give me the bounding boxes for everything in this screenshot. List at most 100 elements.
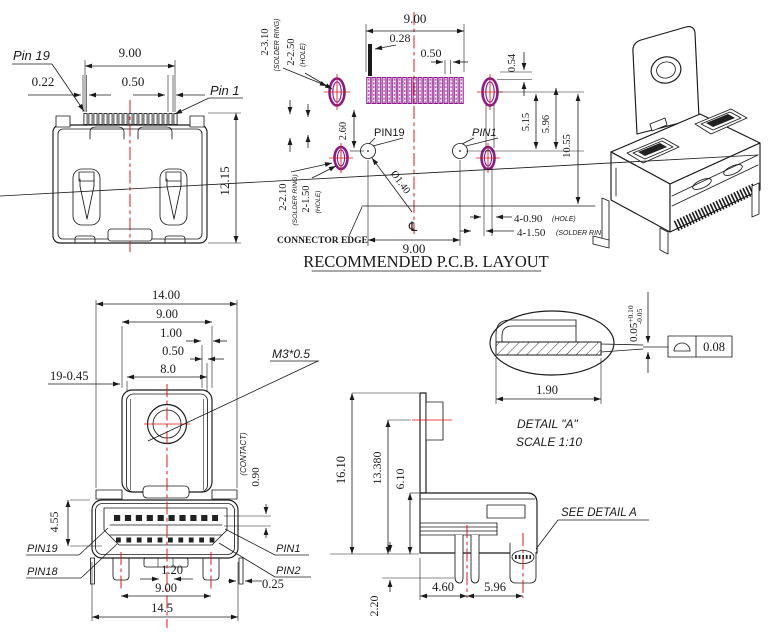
sv-dim-1610: 16.10: [334, 456, 348, 484]
dim-050: 0.50: [122, 74, 145, 89]
top-window-right: [694, 108, 748, 135]
right-thin-tab: [238, 557, 244, 585]
bv-m3-label: M3*0.5: [272, 347, 310, 361]
pcb-ring-top-note: (SOLDER RING): [274, 19, 281, 72]
bv-dim-1400: 14.00: [152, 288, 180, 302]
pcb-ring-top: 2-3.10: [260, 28, 271, 55]
oval-pad-bottom-right: [476, 143, 500, 173]
sv-see-detail: SEE DETAIL A: [561, 507, 637, 519]
pcb-dim-028: 0.28: [390, 31, 411, 45]
left-thin-tab: [90, 557, 95, 585]
hatched-section: [495, 341, 602, 356]
top-window-left: [626, 137, 680, 164]
pcb-dimensions: [282, 24, 584, 246]
da-detail-label: DETAIL "A": [517, 417, 579, 431]
bottom-front-view: 14.00 9.00 1.00 0.50 8.0 19-0.45 M3*0.5 …: [26, 288, 319, 628]
right-latch: [159, 168, 188, 226]
bv-dim-80: 8.0: [160, 362, 176, 376]
bv-dim-19045: 19-0.45: [50, 369, 89, 383]
centerline-symbol: ℄: [408, 220, 418, 235]
bv-dim-100: 1.00: [160, 326, 182, 340]
bv-contact-note: (CONTACT): [239, 432, 248, 476]
bv-dim-090: 0.90: [250, 467, 262, 487]
connector-edge-label: CONNECTOR EDGE: [277, 236, 368, 246]
tolerance-base: 0.05: [628, 322, 640, 342]
pcb-hole-top-note: (HOLE): [300, 43, 307, 67]
da-tolerance: 0.05+0.10-0.05: [626, 305, 644, 342]
bv-dim-145: 14.5: [151, 601, 173, 615]
bv-pin18: PIN18: [27, 566, 58, 578]
bv-dim-050: 0.50: [162, 344, 184, 358]
pin-leg-front: [454, 534, 464, 584]
pcb-hole4-note: (HOLE): [552, 216, 576, 223]
isometric-view: [0, 26, 761, 255]
pcb-hole-top: 2-2.50: [286, 38, 297, 65]
pcb-layout-view: 9.00 0.28 0.50 2-3.10 (SOLDER RING) 2-2.…: [260, 11, 609, 272]
pcb-dim-900-bottom: 9.00: [403, 241, 426, 256]
pad-width-reference: [368, 44, 372, 76]
dim-900: 9.00: [119, 45, 142, 60]
frame-value: 0.08: [703, 340, 725, 354]
oval-pad-top-left: [324, 74, 350, 110]
front-view: Pin 19 Pin 1 0.22 9.00 0.50 12.15: [12, 45, 243, 252]
sv-dim-610: 6.10: [393, 469, 407, 490]
right-leg-3d: [751, 182, 760, 218]
side-view: 16.10 13.380 6.10 4.60 5.96 2.20 SEE DET…: [330, 392, 649, 617]
feature-control-frame: 0.08: [667, 335, 733, 358]
dim-1215: 12.15: [217, 166, 232, 195]
tab-side-profile: [419, 392, 427, 494]
bv-pin2: PIN2: [276, 565, 300, 577]
pcb-hole-bottom: 2-1.50: [301, 185, 312, 212]
tab-hole-inner: [656, 61, 676, 79]
sv-dim-460: 4.60: [432, 580, 454, 594]
detail-section: [495, 319, 644, 356]
pcb-hole4: 4-0.90: [514, 213, 543, 225]
pcb-pin19-label: PIN19: [374, 127, 405, 139]
detail-dimensions: [495, 292, 668, 404]
bottom-view-dimensions: [26, 300, 319, 621]
sv-dim-13380: 13.380: [370, 452, 384, 485]
profile-symbol-icon: [673, 342, 691, 352]
sv-dim-596: 5.96: [484, 580, 506, 594]
pcb-ring4: 4-1.50: [517, 227, 546, 239]
da-scale-label: SCALE 1:10: [516, 435, 582, 449]
detail-a-view: 0.08 1.90 0.05+0.10-0.05 DETAIL "A" SCAL…: [489, 292, 733, 449]
pcb-dim-260: 2.60: [338, 122, 349, 140]
pin-comb: [83, 113, 178, 125]
pcb-dim-515: 5.15: [521, 113, 532, 131]
pcb-dim-900-top: 9.00: [404, 11, 427, 26]
detail-bubble: [489, 310, 615, 376]
pcb-layout-title: RECOMMENDED P.C.B. LAYOUT: [303, 252, 549, 271]
pcb-pin1-label: PIN1: [472, 127, 496, 139]
bv-dim-025: 0.25: [262, 577, 284, 591]
bv-dim-120: 1.20: [161, 563, 183, 577]
oval-pad-bottom-left: [329, 143, 353, 173]
pin-leg-rear: [470, 534, 480, 584]
pcb-ring-bottom-note: (SOLDER RING): [292, 174, 299, 225]
bv-dim-455: 4.55: [47, 512, 61, 533]
socket-body: [90, 485, 244, 592]
pin-comb-3d: [673, 183, 759, 231]
bv-pin19: PIN19: [27, 543, 58, 555]
tab-hole-outer: [650, 56, 682, 84]
dim-022: 0.22: [32, 74, 55, 89]
tab-boss: [425, 401, 444, 441]
da-dim-190: 1.90: [536, 383, 558, 397]
smt-pad-band: [366, 77, 464, 104]
pcb-hole-bottom-note: (HOLE): [315, 190, 322, 213]
label-pin1: Pin 1: [210, 83, 240, 98]
socket-opening: [103, 507, 228, 546]
pcb-dim-050: 0.50: [421, 46, 442, 60]
pcb-ring4-note: (SOLDER RING): [556, 230, 609, 237]
pcb-ring-bottom: 2-2.10: [278, 183, 289, 210]
tolerance-minus: -0.05: [635, 309, 644, 325]
bv-pin1: PIN1: [276, 543, 300, 555]
left-leg-3d: [601, 197, 610, 244]
pcb-dim-054: 0.54: [507, 53, 518, 72]
label-pin19: Pin 19: [13, 48, 50, 63]
front-view-body: [52, 100, 208, 252]
bv-dim-900: 9.00: [156, 307, 178, 321]
pcb-dim-1055: 10.55: [562, 134, 573, 158]
